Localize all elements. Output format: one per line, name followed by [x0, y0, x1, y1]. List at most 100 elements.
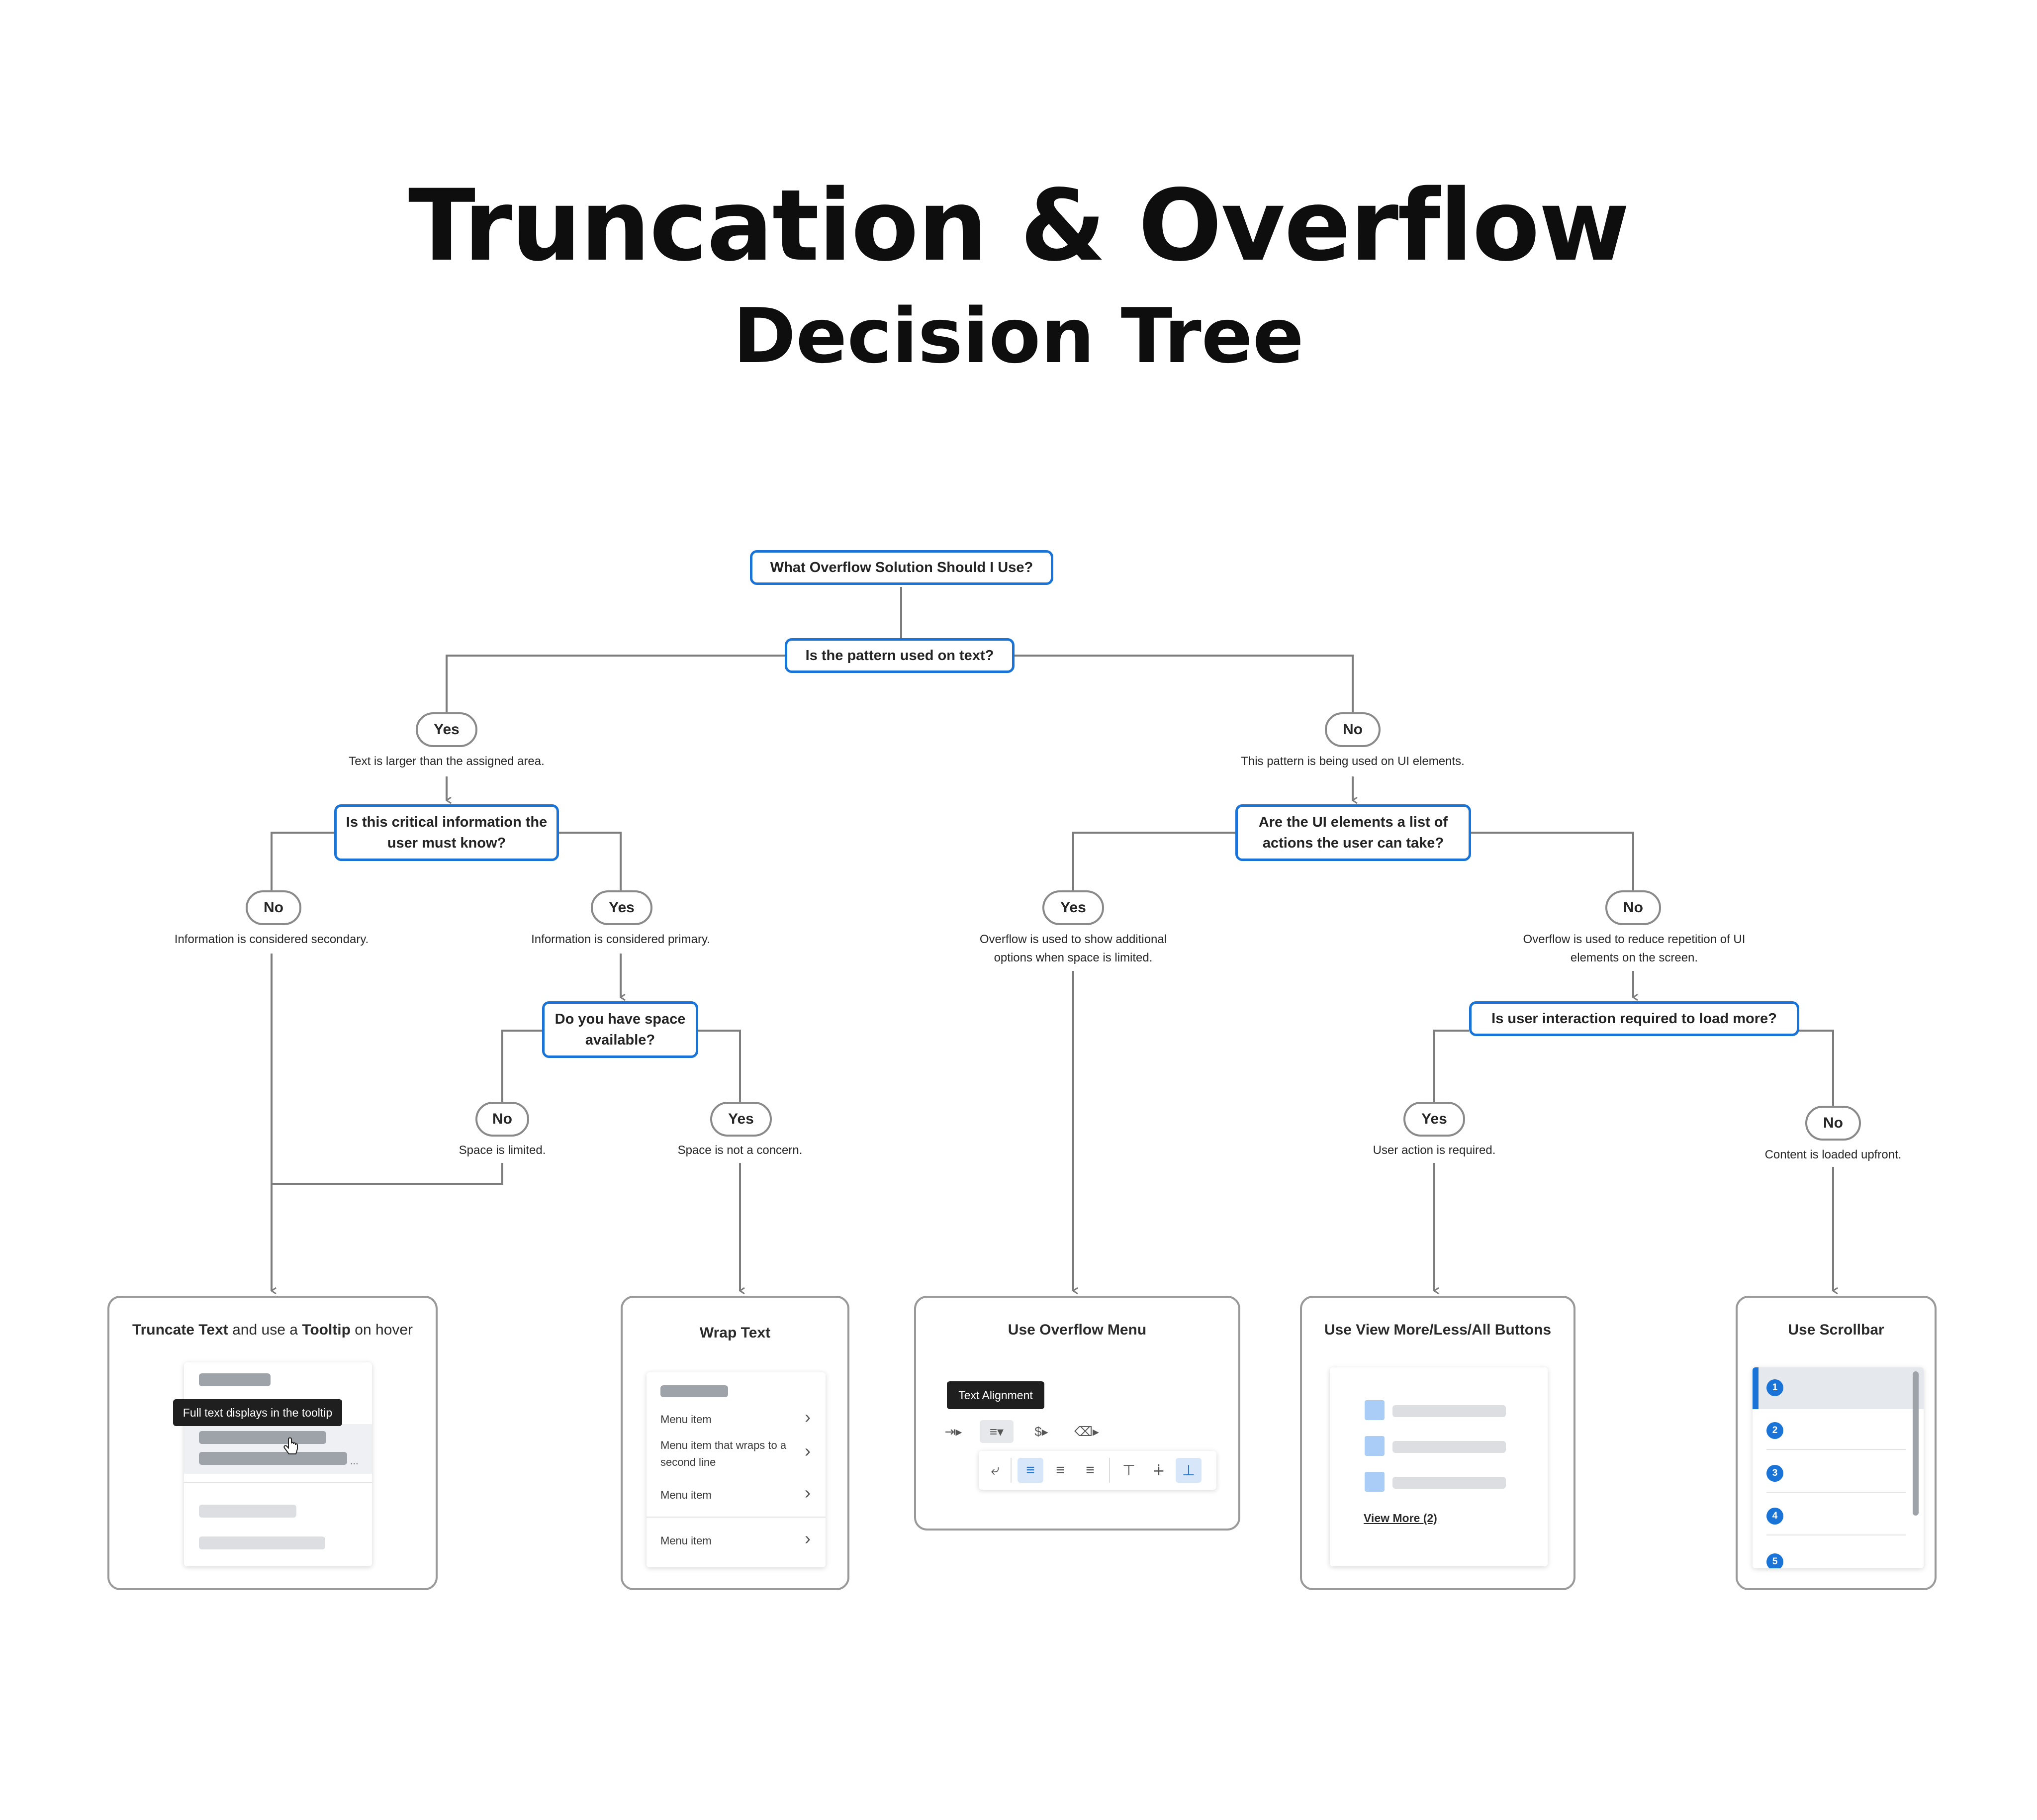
- outcome-view-more-title: Use View More/Less/All Buttons: [1324, 1322, 1552, 1338]
- pill-text-no: No: [1325, 712, 1381, 747]
- skeleton-bar: [1392, 1405, 1506, 1417]
- pill-list-yes: Yes: [1042, 890, 1104, 925]
- chevron-right-icon: ›: [805, 1482, 811, 1503]
- skeleton-bar-truncated: [199, 1452, 347, 1465]
- outcome-truncate-title: Truncate Text and use a Tooltip on hover: [132, 1322, 413, 1338]
- align-center-icon[interactable]: ≡: [1056, 1462, 1065, 1478]
- valign-top-icon[interactable]: ⊤: [1122, 1462, 1136, 1479]
- outcome-wrap-card: Wrap Text Menu item › Menu item that wra…: [621, 1296, 849, 1590]
- note-critical-yes: Information is considered primary.: [531, 933, 710, 946]
- truncate-list-panel: ...: [184, 1362, 372, 1566]
- divider: [1766, 1449, 1906, 1450]
- outcome-overflow-card: Use Overflow Menu Text Alignment ⇥▸ ≡▾ $…: [914, 1296, 1240, 1531]
- pill-list-no: No: [1605, 890, 1661, 925]
- divider: [184, 1482, 372, 1483]
- connector-space-yes: [698, 1030, 741, 1102]
- list-item-number: 2: [1766, 1422, 1783, 1439]
- connector-interaction-yes: [1433, 1030, 1469, 1102]
- item-square: [1365, 1400, 1385, 1420]
- wrap-icon[interactable]: ⤶: [991, 1462, 1000, 1478]
- pill-space-yes: Yes: [710, 1102, 772, 1137]
- connector-list-yes: [1072, 832, 1235, 890]
- note-space-yes: Space is not a concern.: [677, 1144, 803, 1157]
- view-more-panel: View More (2): [1330, 1367, 1548, 1566]
- chevron-right-icon: ›: [805, 1528, 811, 1548]
- connector-interaction-no: [1799, 1030, 1834, 1106]
- scrollbar-thumb[interactable]: [1913, 1371, 1919, 1516]
- list-item-number: 1: [1766, 1379, 1783, 1396]
- valign-bottom-icon[interactable]: ⊥: [1176, 1458, 1202, 1483]
- ellipsis-text: ...: [350, 1456, 359, 1467]
- divider: [647, 1517, 826, 1518]
- node-text-question: Is the pattern used on text?: [785, 638, 1015, 673]
- connector-space-no: [501, 1030, 542, 1102]
- list-item-number: 4: [1766, 1508, 1783, 1525]
- page-subtitle: Decision Tree: [733, 292, 1304, 380]
- node-interaction-question: Is user interaction required to load mor…: [1469, 1001, 1799, 1036]
- connector-critical-no: [271, 832, 334, 890]
- page-title: Truncation & Overflow: [408, 168, 1630, 283]
- note-space-no: Space is limited.: [459, 1144, 546, 1157]
- pill-interaction-yes: Yes: [1403, 1102, 1465, 1137]
- valign-middle-icon[interactable]: ∔: [1152, 1462, 1165, 1479]
- skeleton-bar: [1392, 1477, 1506, 1489]
- list-item-number: 3: [1766, 1465, 1783, 1482]
- align-dropdown-icon[interactable]: ≡▾: [980, 1420, 1014, 1443]
- outcome-scrollbar-title: Use Scrollbar: [1788, 1322, 1884, 1338]
- note-interaction-yes: User action is required.: [1373, 1144, 1496, 1157]
- eraser-icon[interactable]: ⌫▸: [1074, 1424, 1099, 1439]
- skeleton-bar: [199, 1505, 296, 1518]
- hand-cursor-icon: [283, 1437, 298, 1454]
- view-more-link[interactable]: View More (2): [1364, 1512, 1437, 1525]
- note-list-yes: Overflow is used to show additional opti…: [979, 933, 1167, 965]
- pill-space-no: No: [475, 1102, 529, 1137]
- note-text-yes: Text is larger than the assigned area.: [349, 755, 545, 768]
- note-critical-no: Information is considered secondary.: [174, 933, 369, 946]
- pill-interaction-no: No: [1805, 1106, 1861, 1141]
- currency-icon[interactable]: $▸: [1034, 1424, 1048, 1439]
- text-alignment-tooltip: Text Alignment: [947, 1381, 1044, 1409]
- outcome-wrap-title: Wrap Text: [699, 1325, 771, 1341]
- menu-item-label[interactable]: Menu item: [660, 1413, 712, 1426]
- skeleton-bar: [199, 1431, 326, 1444]
- chevron-right-icon: ›: [805, 1407, 811, 1427]
- outcome-view-more-card: Use View More/Less/All Buttons View More…: [1300, 1296, 1575, 1590]
- connector-list-no: [1471, 832, 1634, 890]
- outcome-overflow-title: Use Overflow Menu: [1008, 1322, 1147, 1338]
- note-text-no: This pattern is being used on UI element…: [1241, 755, 1465, 768]
- note-list-no: Overflow is used to reduce repetition of…: [1523, 933, 1746, 965]
- pill-text-yes: Yes: [416, 712, 477, 747]
- indent-icon[interactable]: ⇥▸: [944, 1424, 962, 1439]
- skeleton-bar: [660, 1385, 728, 1397]
- node-critical-question: Is this critical information the user mu…: [334, 804, 559, 861]
- outcome-scrollbar-card: Use Scrollbar 1 2 3 4 5: [1736, 1296, 1937, 1590]
- connector-text-no: [1015, 655, 1354, 712]
- pill-critical-yes: Yes: [591, 890, 652, 925]
- skeleton-bar: [199, 1373, 271, 1386]
- chevron-right-icon: ›: [805, 1440, 811, 1461]
- wrap-menu-panel: Menu item › Menu item that wraps to a se…: [647, 1372, 826, 1567]
- connector-text-yes: [446, 655, 785, 712]
- node-space-question: Do you have space available?: [542, 1001, 698, 1058]
- pill-critical-no: No: [246, 890, 301, 925]
- skeleton-bar: [1392, 1441, 1506, 1453]
- divider: [1109, 1458, 1110, 1483]
- outcome-truncate-card: Truncate Text and use a Tooltip on hover…: [107, 1296, 438, 1590]
- node-list-question: Are the UI elements a list of actions th…: [1235, 804, 1471, 861]
- menu-item-label[interactable]: Menu item that wraps to a second line: [660, 1439, 787, 1469]
- node-root-question: What Overflow Solution Should I Use?: [750, 550, 1053, 585]
- connector-critical-yes: [559, 832, 622, 890]
- divider: [1766, 1492, 1906, 1493]
- list-item-number: 5: [1766, 1553, 1783, 1568]
- connector-space-no-merge: [272, 1163, 503, 1185]
- align-left-icon[interactable]: ≡: [1018, 1458, 1043, 1483]
- menu-item-label[interactable]: Menu item: [660, 1489, 712, 1501]
- item-square: [1365, 1436, 1385, 1456]
- align-right-icon[interactable]: ≡: [1086, 1462, 1095, 1478]
- divider: [1011, 1458, 1012, 1483]
- scroll-list-panel: 1 2 3 4 5: [1753, 1367, 1924, 1568]
- skeleton-bar: [199, 1536, 325, 1549]
- menu-item-label[interactable]: Menu item: [660, 1534, 712, 1547]
- item-square: [1365, 1472, 1385, 1492]
